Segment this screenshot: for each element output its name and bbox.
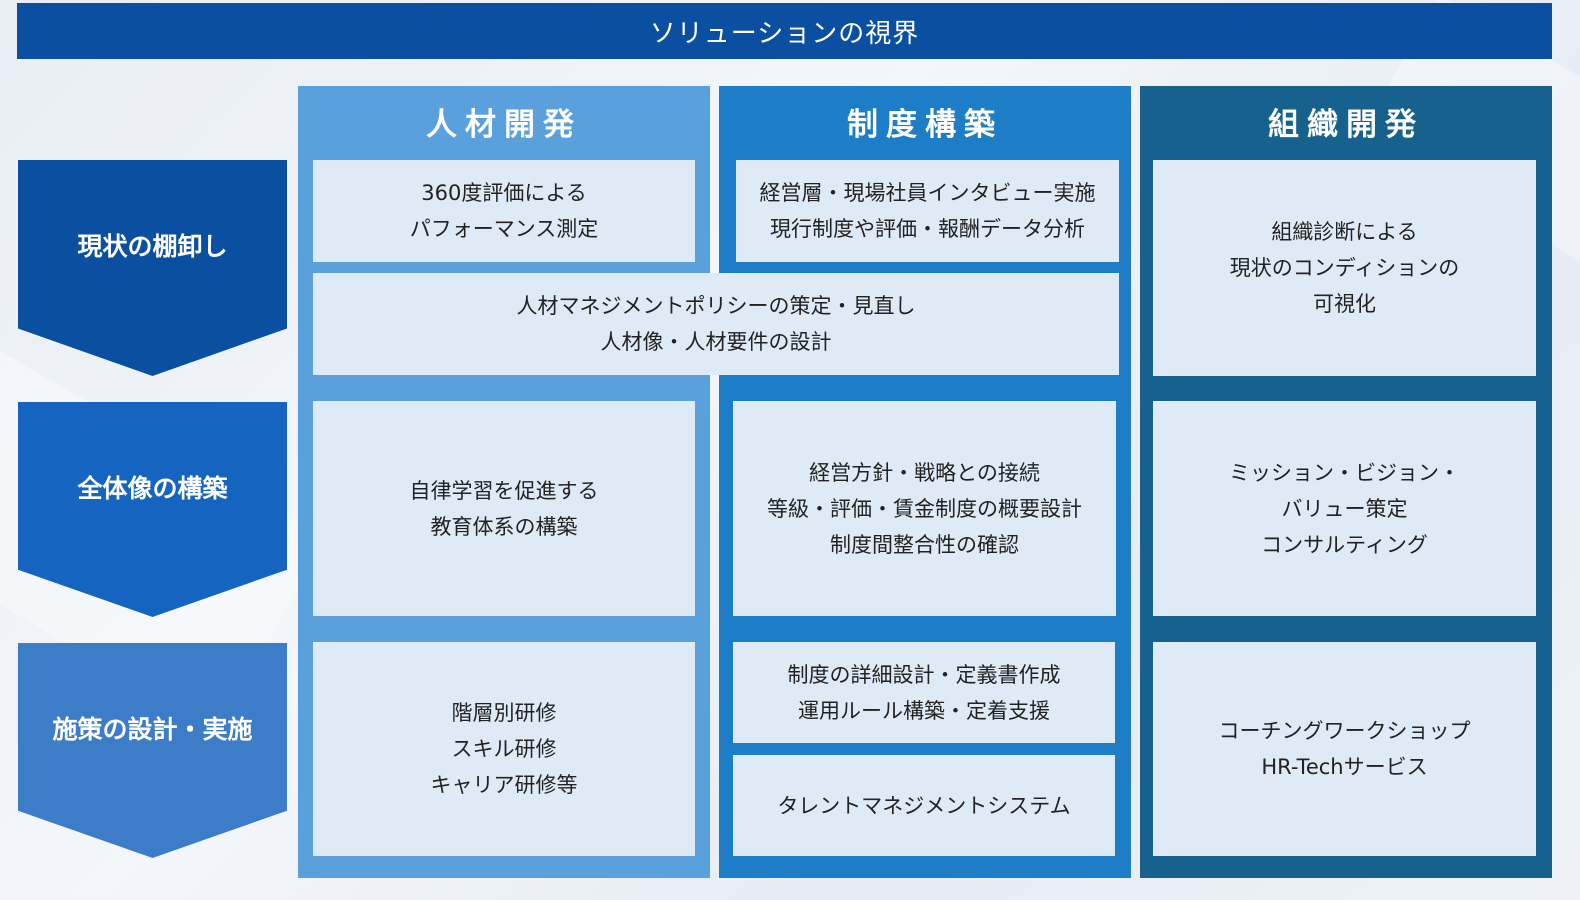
cell-line: 人材像・人材要件の設計 [600, 330, 832, 354]
column-header: 人材開発 [426, 106, 582, 143]
cell-line: 教育体系の構築 [430, 514, 578, 539]
cell-line: 組織診断による [1271, 220, 1418, 244]
column-header: 組織開発 [1268, 106, 1424, 143]
cell-line: 人材マネジメントポリシーの策定・見直し [516, 294, 916, 318]
cell-line: 現行制度や評価・報酬データ分析 [770, 217, 1085, 241]
cell-line: キャリア研修等 [430, 773, 578, 797]
cell-line: HR-Techサービス [1261, 755, 1428, 779]
cell-jinzai-inventory: 360度評価による パフォーマンス測定 [313, 160, 695, 262]
cell-line: 可視化 [1313, 292, 1376, 316]
page-title: ソリューションの視界 [17, 3, 1552, 59]
cell-jinzai-overall: 自律学習を促進する 教育体系の構築 [313, 401, 695, 616]
stage-arrow-implementation: 施策の設計・実施 [18, 643, 287, 858]
cell-policy-span: 人材マネジメントポリシーの策定・見直し 人材像・人材要件の設計 [313, 273, 1119, 375]
cell-soshiki-implementation: コーチングワークショップ HR-Techサービス [1153, 642, 1536, 856]
column-header: 制度構築 [847, 106, 1003, 143]
cell-line: 自律学習を促進する [409, 478, 599, 503]
cell-seido-implementation-design: 制度の詳細設計・定義書作成 運用ルール構築・定着支援 [733, 642, 1115, 743]
cell-soshiki-overall: ミッション・ビジョン・ バリュー策定 コンサルティング [1153, 401, 1536, 616]
cell-line: 現状のコンディションの [1229, 256, 1460, 280]
cell-line: 経営層・現場社員インタビュー実施 [759, 181, 1096, 205]
cell-line: コーチングワークショップ [1218, 719, 1471, 743]
cell-line: バリュー策定 [1281, 496, 1408, 521]
cell-line: コンサルティング [1261, 532, 1428, 557]
cell-seido-overall: 経営方針・戦略との接続 等級・評価・賃金制度の概要設計 制度間整合性の確認 [733, 401, 1116, 616]
cell-line: 制度間整合性の確認 [830, 532, 1019, 557]
cell-line: 等級・評価・賃金制度の概要設計 [767, 496, 1082, 521]
stage-label: 現状の棚卸し [77, 232, 228, 261]
cell-soshiki-inventory: 組織診断による 現状のコンディションの 可視化 [1153, 160, 1536, 376]
cell-seido-implementation-system: タレントマネジメントシステム [733, 755, 1115, 856]
cell-line: パフォーマンス測定 [409, 217, 599, 241]
cell-line: 経営方針・戦略との接続 [809, 460, 1040, 485]
stage-arrow-overall-design: 全体像の構築 [18, 402, 287, 617]
cell-line: 制度の詳細設計・定義書作成 [787, 662, 1061, 687]
stage-label: 施策の設計・実施 [52, 714, 253, 744]
cell-line: 階層別研修 [451, 701, 557, 725]
cell-line: タレントマネジメントシステム [777, 793, 1071, 818]
stage-label: 全体像の構築 [77, 473, 228, 503]
cell-line: ミッション・ビジョン・ [1229, 460, 1460, 485]
cell-line: スキル研修 [451, 737, 557, 761]
stage-arrow-inventory: 現状の棚卸し [18, 160, 287, 376]
cell-seido-inventory: 経営層・現場社員インタビュー実施 現行制度や評価・報酬データ分析 [736, 160, 1119, 262]
cell-line: 運用ルール構築・定着支援 [798, 698, 1050, 723]
cell-jinzai-implementation: 階層別研修 スキル研修 キャリア研修等 [313, 642, 695, 856]
cell-line: 360度評価による [421, 181, 587, 205]
